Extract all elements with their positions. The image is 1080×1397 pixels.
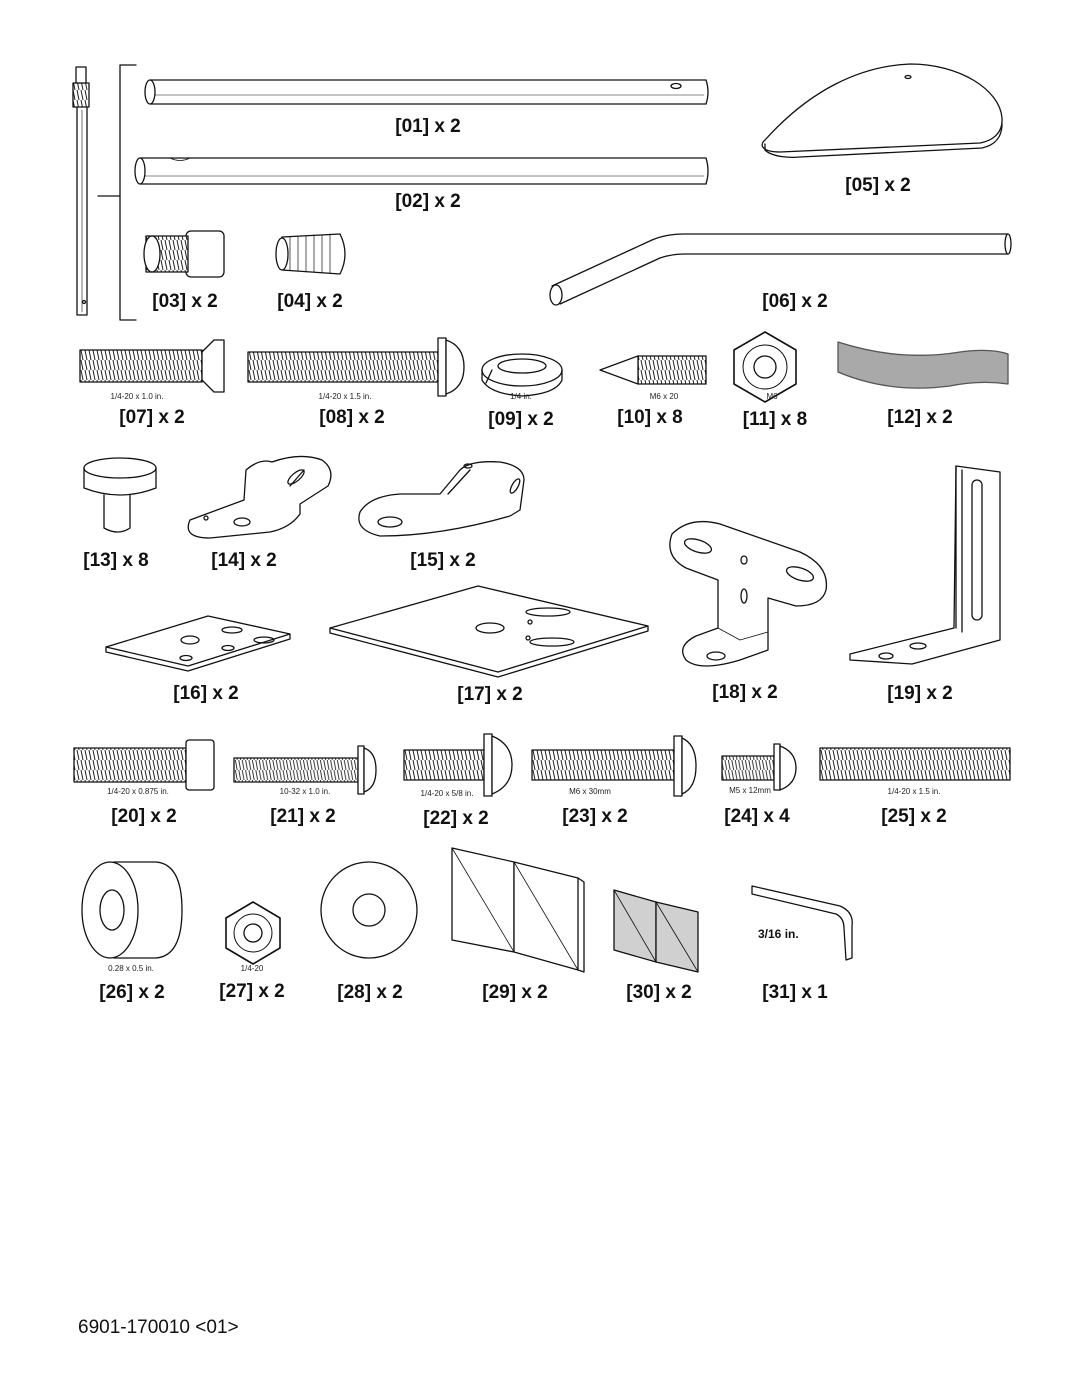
- part-20-drawing: [73, 739, 215, 791]
- part-16-drawing: [105, 615, 291, 672]
- part-11-drawing: [733, 331, 797, 403]
- part-06-label: [06] x 2: [762, 291, 828, 312]
- part-09-drawing: [481, 353, 563, 397]
- part-08-drawing: [247, 337, 465, 397]
- part-13-drawing: [83, 457, 157, 533]
- part-21-drawing: [233, 745, 377, 795]
- part-18-drawing: [669, 520, 828, 667]
- part-22-label: [22] x 2: [423, 808, 489, 829]
- part-26-size: 0.28 x 0.5 in.: [108, 964, 154, 973]
- part-12-drawing: [837, 341, 1009, 389]
- part-10-size: M6 x 20: [649, 392, 679, 401]
- part-21-size: 10-32 x 1.0 in.: [279, 787, 331, 796]
- part-20-size: 1/4-20 x 0.875 in.: [107, 787, 169, 796]
- part-02-drawing: [134, 157, 709, 185]
- part-19-drawing: [849, 465, 1001, 665]
- part-22-size: 1/4-20 x 5/8 in.: [420, 789, 474, 798]
- part-15-drawing: [358, 461, 525, 537]
- part-24-drawing: [721, 743, 797, 791]
- part-02-label: [02] x 2: [395, 191, 461, 212]
- part-25-drawing: [819, 747, 1011, 781]
- part-27-drawing: [225, 901, 281, 965]
- part-21-label: [21] x 2: [270, 806, 336, 827]
- part-09-label: [09] x 2: [488, 409, 554, 430]
- part-07-size: 1/4-20 x 1.0 in.: [110, 392, 164, 401]
- part-06-drawing: [549, 233, 1012, 306]
- part-14-label: [14] x 2: [211, 550, 277, 571]
- part-31-label: [31] x 1: [762, 982, 828, 1003]
- part-26-label: [26] x 2: [99, 982, 165, 1003]
- part-27-size: 1/4-20: [240, 964, 264, 973]
- part-11-label: [11] x 8: [742, 409, 808, 430]
- part-25-label: [25] x 2: [881, 806, 947, 827]
- part-08-label: [08] x 2: [319, 407, 385, 428]
- part-13-label: [13] x 8: [83, 550, 149, 571]
- part-08-size: 1/4-20 x 1.5 in.: [318, 392, 372, 401]
- part-05-label: [05] x 2: [845, 175, 911, 196]
- part-03-drawing: [143, 230, 225, 278]
- part-28-label: [28] x 2: [337, 982, 403, 1003]
- part-10-drawing: [599, 355, 707, 385]
- part-28-drawing: [320, 861, 418, 959]
- part-15-label: [15] x 2: [410, 550, 476, 571]
- part-30-label: [30] x 2: [626, 982, 692, 1003]
- part-11-size: M6: [766, 392, 778, 401]
- part-05-drawing: [761, 63, 1003, 158]
- part-01-drawing: [144, 79, 709, 105]
- part-17-drawing: [329, 585, 649, 678]
- document-part-number: 6901-170010 <01>: [78, 1317, 239, 1338]
- part-10-label: [10] x 8: [617, 407, 683, 428]
- part-16-label: [16] x 2: [173, 683, 239, 704]
- part-26-drawing: [81, 861, 183, 959]
- part-17-label: [17] x 2: [457, 684, 523, 705]
- part-07-label: [07] x 2: [119, 407, 185, 428]
- part-19-label: [19] x 2: [887, 683, 953, 704]
- part-14-drawing: [187, 455, 332, 539]
- part-04-label: [04] x 2: [277, 291, 343, 312]
- part-24-size: M5 x 12mm: [729, 786, 771, 795]
- part-03-label: [03] x 2: [152, 291, 218, 312]
- part-07-drawing: [79, 339, 225, 393]
- part-25-size: 1/4-20 x 1.5 in.: [887, 787, 941, 796]
- part-23-label: [23] x 2: [562, 806, 628, 827]
- part-31-drawing: [751, 885, 853, 961]
- part-29-label: [29] x 2: [482, 982, 548, 1003]
- part-31-tool-size: 3/16 in.: [758, 927, 799, 941]
- part-18-label: [18] x 2: [712, 682, 778, 703]
- part-22-drawing: [403, 733, 513, 797]
- part-04-drawing: [275, 233, 346, 275]
- part-23-drawing: [531, 735, 697, 797]
- part-27-label: [27] x 2: [219, 981, 285, 1002]
- part-01-label: [01] x 2: [395, 116, 461, 137]
- part-23-size: M6 x 30mm: [569, 787, 611, 796]
- part-29-drawing: [451, 847, 585, 973]
- part-12-label: [12] x 2: [887, 407, 953, 428]
- pole-assembly-drawing: [72, 64, 137, 321]
- part-30-drawing: [613, 889, 699, 973]
- part-24-label: [24] x 4: [724, 806, 790, 827]
- part-20-label: [20] x 2: [111, 806, 177, 827]
- part-09-size: 1/4 in.: [510, 392, 532, 401]
